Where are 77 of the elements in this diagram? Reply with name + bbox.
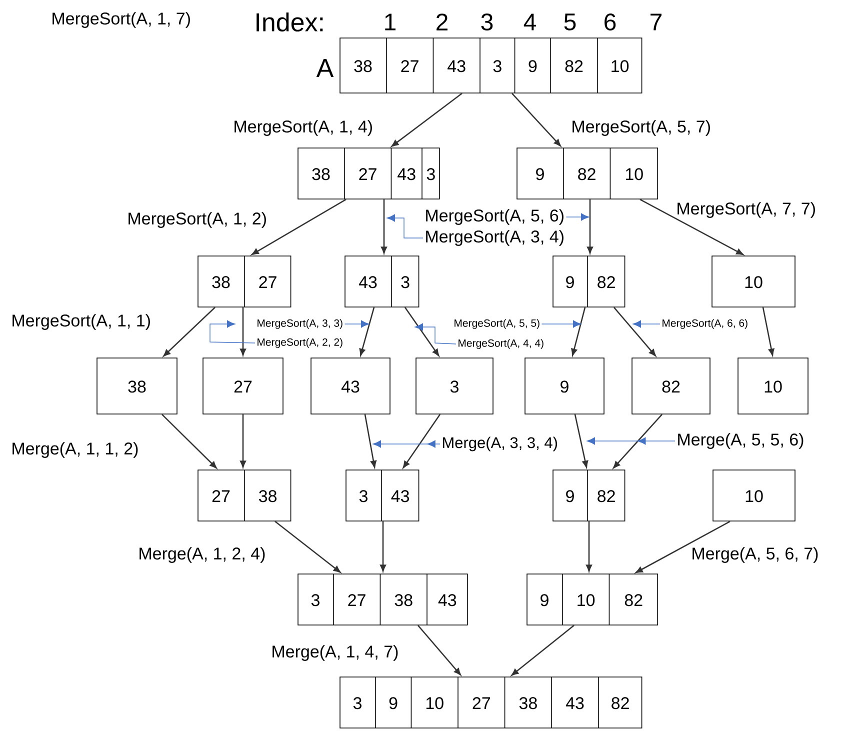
array-box: 9 10 82 bbox=[526, 574, 658, 626]
arrow bbox=[586, 521, 592, 572]
array-box: 10 bbox=[712, 256, 796, 308]
arrow bbox=[252, 198, 346, 255]
leader-line bbox=[344, 320, 370, 328]
call-label: MergeSort(A, 1, 1) bbox=[12, 314, 150, 330]
leader-line bbox=[414, 323, 456, 344]
array-box: 3 27 38 43 bbox=[298, 574, 468, 626]
array-box: 9 82 10 bbox=[516, 148, 658, 200]
arrow bbox=[240, 307, 246, 356]
call-annotation: MergeSort(A, 2, 2) bbox=[258, 338, 342, 348]
arrow bbox=[380, 521, 386, 572]
arrow bbox=[640, 198, 744, 256]
array-box: 38 bbox=[96, 358, 178, 414]
call-label: Merge(A, 1, 2, 4) bbox=[140, 547, 265, 563]
array-box: 3 9 10 27 38 43 82 bbox=[340, 676, 642, 728]
call-label: MergeSort(A, 7, 7) bbox=[678, 202, 815, 218]
array-box: 10 bbox=[738, 358, 808, 414]
call-label: Merge(A, 1, 4, 7) bbox=[272, 645, 398, 661]
array-box: 9 bbox=[524, 358, 604, 414]
array-box: 82 bbox=[632, 358, 710, 414]
arrow bbox=[511, 624, 574, 676]
array-box: 3 43 bbox=[346, 470, 420, 522]
array-box: 38 27 43 3 bbox=[298, 148, 440, 200]
index-label: Index: bbox=[256, 12, 323, 32]
array-box: 10 bbox=[712, 470, 796, 522]
call-annotation: Merge(A, 3, 3, 4) bbox=[442, 436, 558, 452]
array-box: 38 27 bbox=[198, 256, 292, 308]
index-number: 7 bbox=[650, 14, 662, 30]
arrow bbox=[391, 92, 462, 147]
leader-line bbox=[632, 320, 660, 328]
array-box: 38 27 43 3 9 82 10 bbox=[340, 38, 642, 94]
arrow bbox=[359, 307, 375, 356]
array-box: 43 3 bbox=[344, 256, 420, 308]
leader-line bbox=[586, 437, 676, 445]
array-box: 3 bbox=[416, 358, 494, 414]
array-box: 43 bbox=[310, 358, 390, 414]
array-box: 9 82 bbox=[552, 470, 626, 522]
call-annotation: MergeSort(A, 5, 6) bbox=[426, 209, 564, 225]
call-label: MergeSort(A, 5, 7) bbox=[572, 120, 710, 136]
arrow bbox=[418, 624, 461, 676]
call-annotation: Merge(A, 5, 5, 6) bbox=[678, 433, 804, 449]
arrow bbox=[162, 414, 217, 468]
call-annotation: MergeSort(A, 5, 5) bbox=[454, 319, 540, 329]
arrow bbox=[614, 306, 656, 356]
arrow bbox=[574, 414, 588, 468]
leader-line bbox=[372, 440, 440, 448]
arrow bbox=[587, 199, 593, 254]
leader-line bbox=[210, 320, 256, 344]
call-annotation: MergeSort(A, 4, 4) bbox=[458, 339, 544, 349]
arrow bbox=[274, 520, 341, 573]
call-label: Merge(A, 5, 6, 7) bbox=[692, 547, 818, 563]
leader-line bbox=[566, 213, 590, 221]
arrow bbox=[512, 92, 561, 146]
array-box: 9 82 bbox=[552, 256, 626, 308]
arrow bbox=[240, 414, 246, 468]
arrow bbox=[636, 520, 730, 574]
arrow bbox=[381, 199, 387, 254]
arrow bbox=[402, 414, 441, 468]
call-annotation: MergeSort(A, 3, 4) bbox=[426, 230, 564, 246]
array-box: 27 bbox=[202, 358, 284, 414]
arrow bbox=[404, 307, 440, 356]
leader-line bbox=[541, 320, 582, 328]
call-label: MergeSort(A, 1, 2) bbox=[128, 212, 266, 228]
call-annotation: MergeSort(A, 3, 3) bbox=[258, 319, 342, 329]
call-label: Merge(A, 1, 1, 2) bbox=[12, 442, 138, 458]
call-annotation: MergeSort(A, 6, 6) bbox=[662, 319, 748, 329]
call-label: MergeSort(A, 1, 4) bbox=[234, 120, 372, 136]
arrow bbox=[613, 414, 662, 468]
arrow bbox=[163, 306, 216, 356]
array-box: 27 38 bbox=[198, 470, 292, 522]
array-name: A bbox=[316, 59, 334, 77]
arrow bbox=[364, 414, 376, 468]
call-label: MergeSort(A, 1, 7) bbox=[52, 12, 190, 28]
arrow bbox=[762, 307, 774, 356]
arrow bbox=[571, 307, 586, 356]
leader-line bbox=[386, 214, 424, 238]
